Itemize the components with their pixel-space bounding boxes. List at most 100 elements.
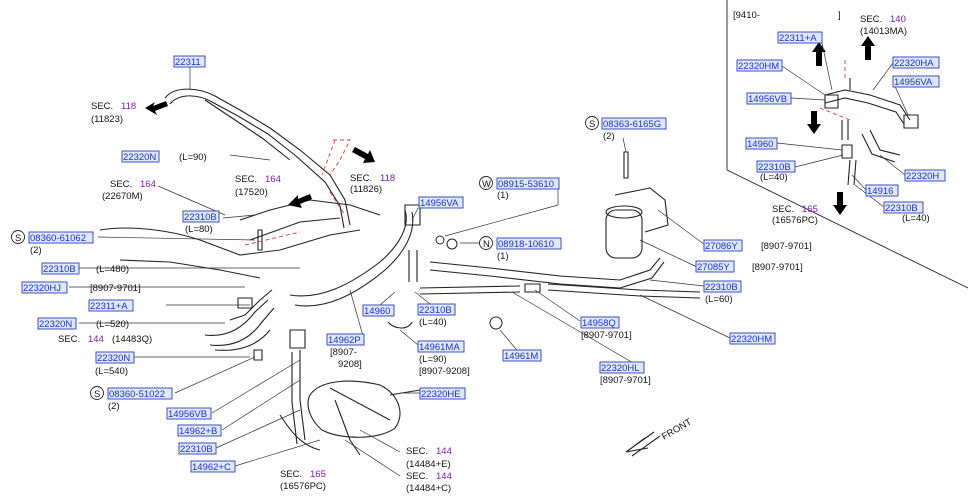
hose-drawings [99,78,919,456]
arrow-icon [288,194,312,208]
section-label: SEC. [860,14,882,25]
section-number: 144 [436,446,452,457]
part-number-label: 14956VB [168,409,207,420]
date-range-note: 9208] [338,359,362,370]
part-number-label: 22310B [180,444,213,455]
section-label: SEC. [110,179,132,190]
part-number-label: 22310B [419,305,452,316]
section-number: 165 [310,469,326,480]
part-number-label: 22320N [123,152,156,163]
washer-symbol: W [482,179,491,190]
part-number-label: 22320HM [738,61,779,72]
part-number-label: 22310B [43,264,76,275]
length-note: (L=40) [902,213,930,224]
section-label: SEC. [280,469,302,480]
section-number: 144 [88,334,104,345]
section-code: (14484+C) [406,483,451,494]
part-number-label: 22311+A [90,301,128,312]
front-label: FRONT [660,417,694,443]
part-number-label: 22320HM [731,334,772,345]
part-number-label: 27085Y [697,262,730,273]
section-code: (11826) [350,184,382,195]
arrow-icon [145,101,168,115]
length-note: (L=540) [95,366,128,377]
length-note: (L=90) [179,152,207,163]
part-number-label: 22310B [758,162,791,173]
part-number-label: 08360-61062 [30,233,86,244]
part-number-label: 14956VA [420,198,459,209]
date-range-note: [9410- [733,10,760,21]
quantity-note: (1) [497,251,509,262]
section-code: (11823) [91,114,123,125]
section-code: (22670M) [102,191,143,202]
section-number: 118 [121,101,136,112]
part-number-label: 22320HL [601,363,640,374]
part-number-label: 22320N [39,319,72,330]
part-number-label: 14962+B [179,426,217,437]
arrow-icon [807,111,821,134]
inset-frame [726,0,968,289]
direction-arrows [145,36,875,215]
part-number-label: 22310B [184,212,217,223]
date-range-note: [8907-9701] [752,262,803,273]
arrow-icon [861,36,875,60]
quantity-note: (2) [108,401,120,412]
part-number-label: 08918-10610 [498,239,554,250]
date-range-note: [8907- [330,347,357,358]
screw-symbol: S [94,389,100,400]
section-number: 165 [802,204,818,215]
length-note: (L=40) [760,172,788,183]
arrow-icon [352,147,375,163]
part-number-label: 14960 [747,139,773,150]
screw-symbol: S [589,119,595,130]
part-number-label: 08360-51022 [109,389,165,400]
screw-symbol: S [15,233,21,244]
labels: 22311 22320N 22310B 08360-61062 22310B 2… [11,10,946,494]
section-code: (17520) [235,187,268,198]
dashed-guides [244,60,851,246]
part-number-label: 08363-6165G [603,119,661,130]
part-number-label: 14961MA [419,342,460,353]
length-note: (L=40) [419,317,447,328]
section-code: (14013MA) [860,26,907,37]
section-label: SEC. [350,173,372,184]
section-number: 144 [436,471,452,482]
section-number: 164 [265,174,281,185]
quantity-note: (2) [30,245,42,256]
part-number-label: 22310B [885,203,918,214]
section-label: SEC. [91,101,113,112]
part-number-label: 22320N [97,353,130,364]
length-note: (L=90) [419,354,447,365]
front-arrow-icon [625,431,661,457]
length-note: (L=60) [705,294,733,305]
part-number-label: 22311 [175,57,201,68]
section-label: SEC. [406,471,428,482]
section-code: (16576PC) [280,481,326,492]
part-number-label: 22320HA [894,58,934,69]
date-range-note: [8907-9701] [761,241,812,252]
date-range-note: [8907-9701] [90,283,141,294]
part-number-label: 14956VA [894,77,933,88]
date-range-note: [8907-9701] [600,375,651,386]
section-number: 140 [890,14,906,25]
part-number-label: 27086Y [705,241,738,252]
nut-symbol: N [483,239,490,250]
section-label: SEC. [772,204,794,215]
quantity-note: (1) [497,190,509,201]
part-number-label: 14962P [328,335,361,346]
part-number-label: 14962+C [192,462,231,473]
arrow-icon [833,192,847,215]
length-note: (L=80) [185,224,213,235]
part-number-label: 14958Q [582,318,616,329]
section-number: 164 [140,179,156,190]
part-number-label: 22311+A [779,33,817,44]
section-code: (14484+E) [406,459,451,470]
part-number-label: 22320H [906,171,939,182]
part-number-label: 14960 [364,306,390,317]
section-label: SEC. [406,446,428,457]
quantity-note: (2) [603,131,615,142]
length-note: (L=520) [96,319,129,330]
part-number-label: 22320HJ [23,283,61,294]
part-number-label: 08915-53610 [498,179,554,190]
